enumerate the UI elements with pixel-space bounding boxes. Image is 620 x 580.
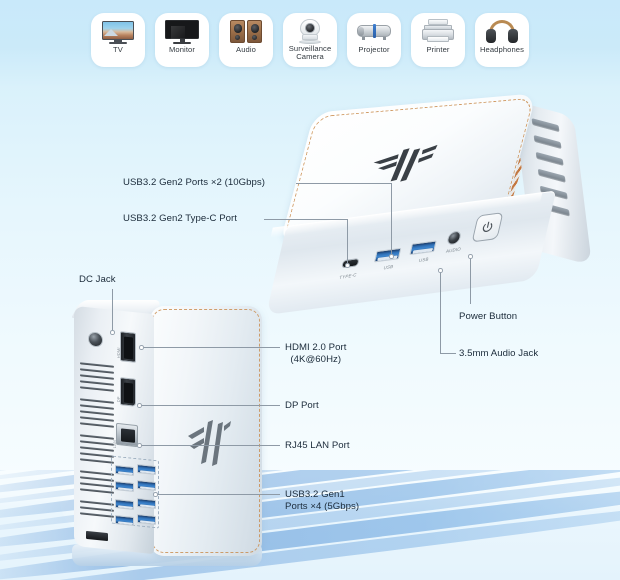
leader-dc-jack-v — [112, 289, 113, 332]
printer-icon — [418, 17, 458, 45]
leader-typec-h — [264, 219, 348, 220]
callout-usb32-typec: USB3.2 Gen2 Type-C Port — [123, 213, 238, 224]
callout-dot-dc-jack — [110, 330, 115, 335]
callout-rj45-lan-port: RJ45 LAN Port — [285, 440, 350, 451]
callout-usb32-gen2-ports: USB3.2 Gen2 Ports ×2 (10Gbps) — [123, 177, 265, 188]
callout-dc-jack: DC Jack — [79, 274, 116, 285]
compatible-devices-strip: TV Monitor Audio Surveillance Camera — [0, 0, 620, 86]
mini-pc-front-view: TYPE-C USB USB AUDIO — [258, 93, 592, 323]
callout-dot-usb32-gen2-ports — [389, 254, 394, 259]
device-card-tv[interactable]: TV — [91, 13, 145, 67]
callout-audio-jack: 3.5mm Audio Jack — [459, 348, 539, 359]
device-card-label: Audio — [236, 45, 256, 54]
usb-gen1-port-3[interactable] — [115, 481, 134, 492]
leader-audio-jack-v — [440, 272, 441, 354]
usb-gen1-port-8[interactable] — [137, 514, 156, 525]
lan-port-marking: LAN — [112, 439, 117, 449]
security-camera-icon — [290, 17, 330, 45]
device-card-label: TV — [113, 45, 123, 54]
usb-gen1-port-2[interactable] — [137, 464, 156, 475]
callout-hdmi-port: HDMI 2.0 Port (4K@60Hz) — [285, 342, 347, 365]
rear-vent-block-4 — [80, 470, 114, 498]
mini-pc-rear-view: HDMI DP LAN — [58, 296, 288, 568]
usb-gen1-port-6[interactable] — [137, 498, 156, 509]
monitor-icon — [162, 17, 202, 45]
leader-hdmi-h — [142, 347, 280, 348]
device-card-label: Printer — [426, 45, 450, 54]
callout-dot-usb32-gen1 — [153, 492, 158, 497]
callout-dot-power-button — [468, 254, 473, 259]
callout-dot-hdmi — [139, 345, 144, 350]
callout-usb32-gen1-ports: USB3.2 Gen1 Ports ×4 (5Gbps) — [285, 489, 360, 512]
tv-icon — [98, 17, 138, 45]
power-icon — [482, 221, 493, 233]
device-card-label: Monitor — [168, 45, 196, 54]
leader-usb32-gen1-h — [156, 494, 280, 495]
dp-port-marking: DP — [116, 396, 121, 403]
rear-vent-block-1 — [80, 362, 114, 396]
leader-usb32-gen2-ports-h — [296, 183, 392, 184]
leader-dp-h — [140, 405, 280, 406]
device-card-headphones[interactable]: Headphones — [475, 13, 529, 67]
rear-vent-block-3 — [80, 434, 114, 468]
leader-power-button-v — [470, 258, 471, 304]
brand-logo-side — [188, 420, 231, 466]
leader-usb32-gen2-ports-v — [391, 183, 392, 256]
rear-vent-block-2 — [80, 398, 114, 432]
displayport-port[interactable] — [120, 377, 136, 407]
hdmi-port[interactable] — [120, 331, 136, 363]
leader-audio-jack-h — [440, 353, 456, 354]
brand-logo-top — [373, 144, 438, 182]
power-button[interactable] — [471, 212, 504, 243]
projector-icon — [354, 17, 394, 45]
callout-power-button: Power Button — [459, 311, 518, 322]
device-card-printer[interactable]: Printer — [411, 13, 465, 67]
leader-typec-v — [347, 219, 348, 265]
callout-dot-rj45 — [137, 443, 142, 448]
callout-dot-dp — [137, 403, 142, 408]
device-card-label: Headphones — [479, 45, 525, 54]
speakers-icon — [226, 17, 266, 45]
device-card-label: Projector — [358, 45, 390, 54]
device-card-monitor[interactable]: Monitor — [155, 13, 209, 67]
device-card-surveillance-camera[interactable]: Surveillance Camera — [283, 13, 337, 67]
callout-dot-audio-jack — [438, 268, 443, 273]
rear-vent-block-5 — [80, 500, 114, 522]
device-card-label: Surveillance Camera — [288, 44, 332, 62]
hdmi-port-marking: HDMI — [116, 346, 121, 359]
usb-gen1-port-5[interactable] — [115, 499, 134, 510]
callout-dot-typec — [345, 263, 350, 268]
usb-gen1-port-1[interactable] — [115, 465, 134, 476]
device-card-projector[interactable]: Projector — [347, 13, 401, 67]
headphones-icon — [482, 17, 522, 45]
usb-gen1-port-4[interactable] — [137, 480, 156, 491]
device-card-audio[interactable]: Audio — [219, 13, 273, 67]
leader-rj45-h — [140, 445, 280, 446]
usb-gen1-port-7[interactable] — [115, 515, 134, 526]
callout-dp-port: DP Port — [285, 400, 319, 411]
rj45-lan-port[interactable] — [116, 422, 138, 448]
